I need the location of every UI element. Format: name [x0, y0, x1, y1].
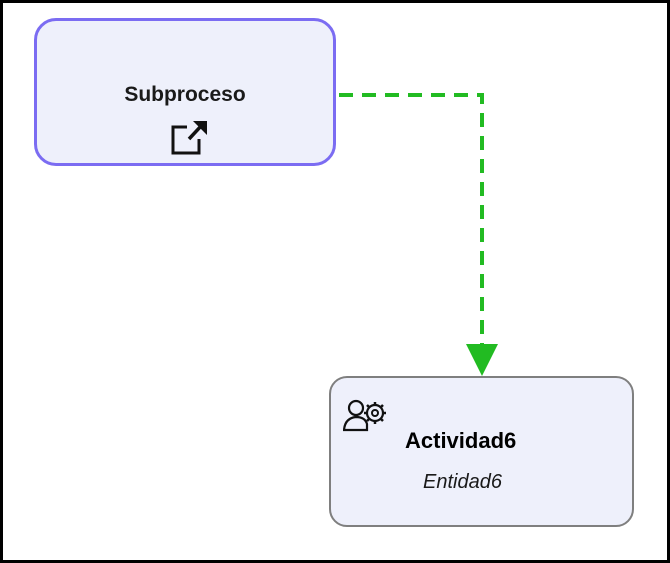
- task-label: Actividad6: [405, 428, 517, 453]
- subprocess-label: Subproceso: [124, 83, 246, 106]
- task-node[interactable]: Actividad6 Entidad6: [329, 376, 634, 527]
- task-entity-label: Entidad6: [423, 471, 502, 493]
- user-gear-icon: [343, 399, 386, 432]
- external-link-icon[interactable]: [169, 117, 209, 157]
- connector-arrowhead: [466, 344, 498, 376]
- connector-line: [339, 93, 484, 344]
- subprocess-node[interactable]: Subproceso: [34, 18, 336, 166]
